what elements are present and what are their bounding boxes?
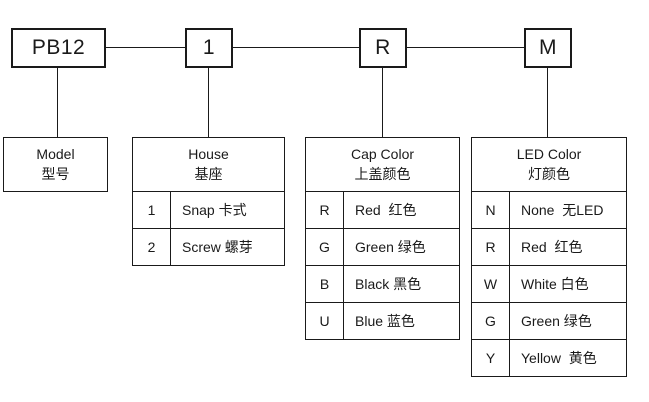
column-header-cap-color: Cap Color 上盖颜色 — [305, 137, 460, 192]
description-cell: Screw 螺芽 — [182, 239, 253, 255]
description-cell: Yellow 黄色 — [521, 350, 597, 366]
table-row: R Red 红色 — [471, 228, 627, 266]
column-title-zh: 上盖颜色 — [354, 166, 411, 182]
code-cell: R — [472, 229, 510, 265]
code-cell: G — [306, 229, 344, 265]
table-row: B Black 黑色 — [305, 265, 460, 303]
table-row: W White 白色 — [471, 265, 627, 303]
column-header-house: House 基座 — [132, 137, 285, 192]
column-header-led-color: LED Color 灯颜色 — [471, 137, 627, 192]
description-cell: Green 绿色 — [521, 313, 592, 329]
table-row: N None 无LED — [471, 191, 627, 229]
column-title-zh: 灯颜色 — [528, 166, 570, 182]
column-header-model: Model 型号 — [3, 137, 108, 192]
table-row: Y Yellow 黄色 — [471, 339, 627, 377]
table-row: R Red 红色 — [305, 191, 460, 229]
description-cell: Black 黑色 — [355, 276, 422, 292]
connector-line-house — [208, 68, 209, 137]
code-cell: 2 — [133, 229, 171, 265]
table-row: G Green 绿色 — [305, 228, 460, 266]
code-cell: U — [306, 303, 344, 339]
description-cell: Green 绿色 — [355, 239, 426, 255]
code-box-led-color-label: M — [539, 36, 557, 59]
column-house: House 基座 1 Snap 卡式 2 Screw 螺芽 — [132, 137, 285, 266]
connector-line-horizontal — [106, 47, 524, 48]
column-title-en: LED Color — [516, 146, 582, 162]
description-cell: Snap 卡式 — [182, 202, 247, 218]
code-cell: 1 — [133, 192, 171, 228]
connector-line-model — [57, 68, 58, 137]
code-box-model: PB12 — [11, 28, 106, 68]
table-row: U Blue 蓝色 — [305, 302, 460, 340]
table-row: 2 Screw 螺芽 — [132, 228, 285, 266]
code-box-model-label: PB12 — [31, 36, 86, 59]
description-cell: White 白色 — [521, 276, 589, 292]
description-cell: None 无LED — [521, 202, 604, 218]
connector-line-cap-color — [382, 68, 383, 137]
code-box-led-color: M — [524, 28, 572, 68]
code-box-house-label: 1 — [202, 36, 216, 59]
column-cap-color: Cap Color 上盖颜色 R Red 红色 G Green 绿色 B Bla… — [305, 137, 460, 340]
description-cell: Blue 蓝色 — [355, 313, 415, 329]
column-title-zh: 型号 — [41, 166, 70, 182]
code-cell: G — [472, 303, 510, 339]
column-title-en: Model — [36, 146, 75, 162]
code-cell: N — [472, 192, 510, 228]
code-box-cap-color: R — [359, 28, 407, 68]
code-cell: Y — [472, 340, 510, 376]
code-cell: R — [306, 192, 344, 228]
table-row: G Green 绿色 — [471, 302, 627, 340]
column-led-color: LED Color 灯颜色 N None 无LED R Red 红色 W Whi… — [471, 137, 627, 377]
column-title-en: Cap Color — [350, 146, 415, 162]
code-cell: W — [472, 266, 510, 302]
connector-line-led-color — [547, 68, 548, 137]
table-row: 1 Snap 卡式 — [132, 191, 285, 229]
column-title-en: House — [188, 146, 229, 162]
code-cell: B — [306, 266, 344, 302]
description-cell: Red 红色 — [355, 202, 417, 218]
code-box-house: 1 — [185, 28, 233, 68]
column-title-zh: 基座 — [194, 166, 223, 182]
code-box-cap-color-label: R — [375, 36, 391, 59]
description-cell: Red 红色 — [521, 239, 583, 255]
column-model: Model 型号 — [3, 137, 108, 192]
